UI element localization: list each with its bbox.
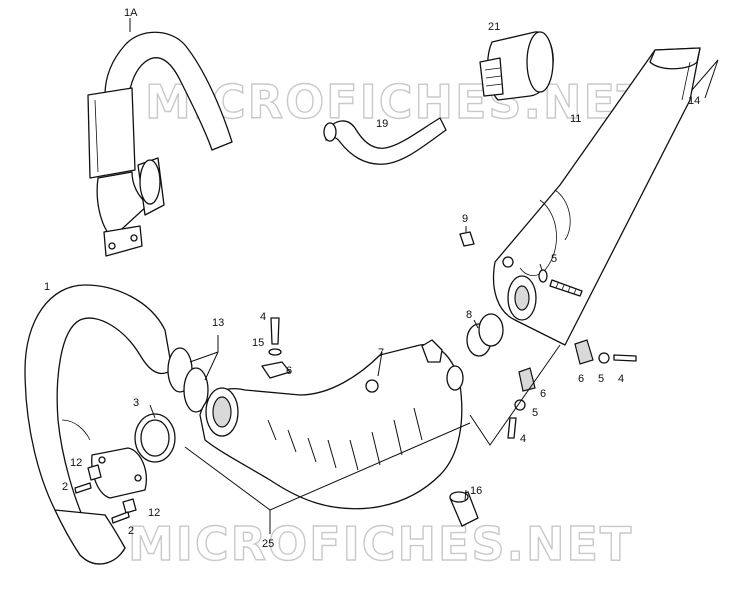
callout-5-silencer: 5 <box>551 253 557 265</box>
callout-6-lower: 6 <box>540 388 546 400</box>
part-5-washer-silencer <box>538 269 548 283</box>
part-12-nut-right <box>122 498 137 514</box>
callout-4-right: 4 <box>618 373 624 385</box>
callout-2-right: 2 <box>128 525 134 537</box>
callout-9: 9 <box>462 213 468 225</box>
part-9-nut <box>459 231 475 247</box>
part-2-stud-left <box>74 482 92 494</box>
part-7-expansion-chamber <box>199 339 464 510</box>
part-4-bolt-bracket <box>270 317 280 345</box>
part-16-sleeve <box>449 491 479 527</box>
part-21-sleeve <box>479 31 554 101</box>
callout-7: 7 <box>378 347 384 359</box>
callout-21: 21 <box>488 21 500 33</box>
callout-15: 15 <box>252 337 264 349</box>
callout-5-right: 5 <box>598 373 604 385</box>
callout-19: 19 <box>376 118 388 130</box>
callout-3: 3 <box>133 397 139 409</box>
watermark-bottom: MICROFICHES.NET <box>128 517 633 571</box>
part-6-clip-bracket <box>261 361 291 379</box>
part-1-exhaust-pipe <box>24 284 173 565</box>
callout-13: 13 <box>212 317 224 329</box>
part-13-oring-2 <box>183 367 209 413</box>
callout-12-right: 12 <box>148 507 160 519</box>
part-5-washer-right <box>598 352 610 364</box>
part-12-nut-left <box>87 464 102 481</box>
callout-6-bracket: 6 <box>286 365 292 377</box>
part-1a-exhaust-pipe <box>87 31 233 257</box>
part-4-bolt-silencer <box>549 279 583 297</box>
callout-4-bracket: 4 <box>260 311 266 323</box>
part-8-oring-2 <box>478 313 504 347</box>
part-15-washer <box>268 348 282 356</box>
leader-lines <box>129 18 719 534</box>
part-6-clip-right <box>574 339 594 365</box>
callout-8: 8 <box>466 309 472 321</box>
part-4-bolt-lower <box>507 417 517 439</box>
callout-2-left: 2 <box>62 481 68 493</box>
part-4-bolt-right <box>613 354 637 362</box>
part-6-clip-lower <box>518 367 536 392</box>
watermark-top: MICROFICHES.NET <box>145 75 650 129</box>
part-2-stud-right <box>111 511 130 524</box>
callout-25: 25 <box>262 538 274 550</box>
callout-4-lower: 4 <box>520 433 526 445</box>
callout-6-right: 6 <box>578 373 584 385</box>
callout-5-lower: 5 <box>532 407 538 419</box>
callout-11: 11 <box>570 113 581 125</box>
part-3-gasket <box>134 413 176 463</box>
callout-14: 14 <box>688 95 700 107</box>
part-5-washer-lower <box>514 399 526 411</box>
callout-1a: 1A <box>124 7 138 19</box>
part-19-hose <box>323 117 447 165</box>
callout-1: 1 <box>44 281 50 293</box>
callout-16: 16 <box>470 485 482 497</box>
callout-12-left: 12 <box>70 457 82 469</box>
